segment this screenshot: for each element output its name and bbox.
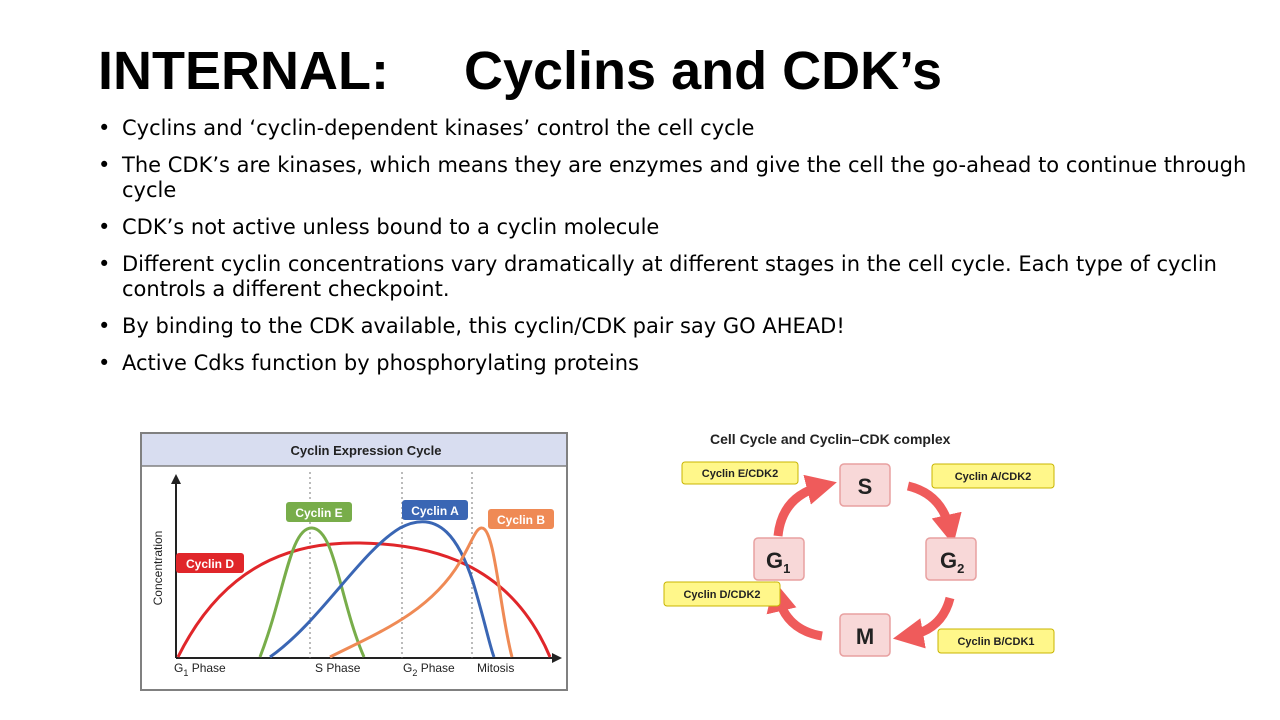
cyclin-e-label: Cyclin E — [295, 506, 342, 520]
phase-g2-letter: G — [940, 548, 957, 573]
complex-label-a-cdk2: Cyclin A/CDK2 — [955, 471, 1032, 483]
bullet-list: • Cyclins and ‘cyclin-dependent kinases’ … — [98, 116, 1248, 388]
cyclin-e-curve — [258, 526, 366, 658]
bullet-dot: • — [98, 252, 111, 276]
cyclin-a-tag — [402, 500, 468, 520]
cyclin-a-curve — [269, 520, 496, 659]
cyclin-b-tag — [488, 509, 554, 529]
bullet-item: • CDK’s not active unless bound to a cycl… — [98, 215, 1248, 240]
phase-s-label: S — [858, 474, 873, 499]
phase-g2-sub: 2 — [957, 561, 964, 576]
bullet-item: • By binding to the CDK available, this c… — [98, 314, 1248, 339]
bullet-dot: • — [98, 314, 111, 338]
bullet-item: • Different cyclin concentrations vary dr… — [98, 252, 1248, 302]
phase-g1-sub: 1 — [783, 561, 790, 576]
phase-g1-suffix: Phase — [188, 661, 226, 675]
phase-g2-subscript: 2 — [412, 668, 417, 678]
complex-label-b-cdk1: Cyclin B/CDK1 — [957, 636, 1034, 648]
complex-tag-d-cdk2 — [663, 581, 781, 607]
phase-g1-text: G — [174, 661, 183, 675]
slide-title: INTERNAL: Cyclins and CDK’s — [98, 41, 943, 101]
phase-g2-label: G2 — [940, 548, 964, 576]
bullet-dot: • — [98, 351, 111, 375]
cyclin-e-tag — [286, 502, 352, 522]
phase-box-g2 — [925, 537, 977, 581]
phase-g2-suffix: Phase — [417, 661, 455, 675]
cyclin-b-curve — [329, 526, 514, 659]
y-axis-label: Concentration — [151, 531, 165, 606]
bullet-dot: • — [98, 215, 111, 239]
arrow-g2-to-m — [892, 596, 955, 649]
bullet-text: CDK’s not active unless bound to a cycli… — [122, 215, 660, 239]
phase-label-mitosis: Mitosis — [477, 661, 514, 675]
phase-label-s: S Phase — [315, 661, 361, 675]
phase-label-g1: G1 Phase — [174, 661, 226, 678]
bullet-item: • Active Cdks function by phosphorylating… — [98, 351, 1248, 376]
complex-tag-b-cdk1 — [937, 628, 1055, 654]
complex-label-d-cdk2: Cyclin D/CDK2 — [683, 589, 760, 601]
phase-box-m — [839, 613, 891, 657]
bullet-dot: • — [98, 116, 111, 140]
phase-m-label: M — [856, 624, 874, 649]
cdk-cycle-figure: Cell Cycle and Cyclin–CDK complex S G2 M… — [663, 431, 1055, 657]
cyclin-d-label: Cyclin D — [186, 557, 234, 571]
complex-tag-a-cdk2 — [931, 463, 1055, 489]
phase-g1-subscript: 1 — [183, 668, 188, 678]
phase-g1-label: G1 — [766, 548, 790, 576]
complex-label-e-cdk2: Cyclin E/CDK2 — [702, 468, 778, 480]
bullet-text: By binding to the CDK available, this cy… — [122, 314, 845, 338]
bullet-dot: • — [98, 153, 111, 177]
cyclin-expression-figure: Cyclin Expression Cycle Concentration Cy… — [140, 432, 568, 691]
arrow-s-to-g2 — [906, 481, 962, 545]
arrow-g1-to-s — [773, 474, 837, 537]
cyclin-a-label: Cyclin A — [411, 504, 459, 518]
cyclin-d-curve — [176, 541, 552, 658]
phase-box-g1 — [753, 537, 805, 581]
arrow-m-to-g1 — [766, 581, 823, 641]
y-axis-arrowhead — [171, 474, 181, 484]
bullet-item: • The CDK’s are kinases, which means they… — [98, 153, 1248, 203]
bullet-text: Different cyclin concentrations vary dra… — [122, 252, 1217, 301]
x-axis-arrowhead — [552, 653, 562, 663]
bullet-item: • Cyclins and ‘cyclin-dependent kinases’ … — [98, 116, 1248, 141]
phase-box-s — [839, 463, 891, 507]
phase-label-g2: G2 Phase — [403, 661, 455, 678]
figure-title: Cyclin Expression Cycle — [290, 443, 441, 458]
phase-g1-letter: G — [766, 548, 783, 573]
figure-header — [142, 434, 566, 466]
diagram-title: Cell Cycle and Cyclin–CDK complex — [710, 431, 951, 447]
phase-g2-text: G — [403, 661, 412, 675]
cyclin-b-label: Cyclin B — [497, 513, 545, 527]
bullet-text: The CDK’s are kinases, which means they … — [122, 153, 1247, 202]
bullet-text: Active Cdks function by phosphorylating … — [122, 351, 639, 375]
cyclin-d-tag — [176, 553, 244, 573]
bullet-text: Cyclins and ‘cyclin-dependent kinases’ c… — [122, 116, 755, 140]
complex-tag-e-cdk2 — [681, 461, 799, 485]
